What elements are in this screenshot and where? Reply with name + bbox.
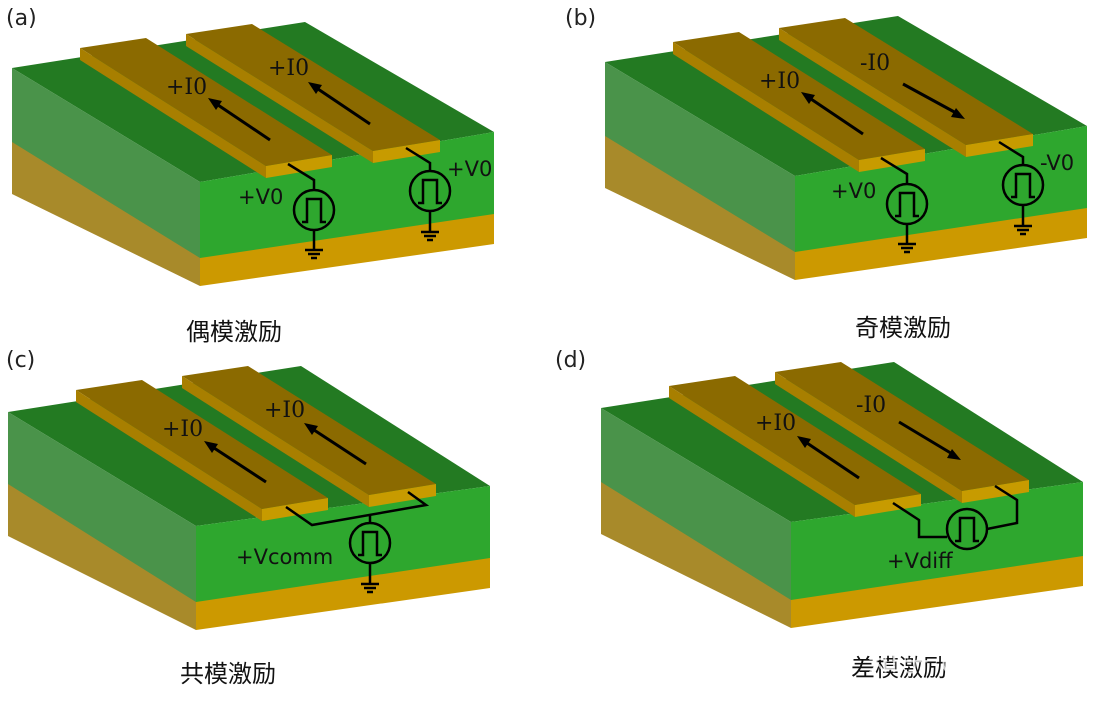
- substrate-side: [605, 62, 795, 252]
- panel-caption: 奇模激励: [855, 314, 951, 342]
- voltage-source-left: [880, 156, 929, 254]
- pcb-diagram: +I0 +I0 +Vcomm: [8, 366, 490, 630]
- substrate-front: [795, 126, 1087, 252]
- current-arrow-right: [308, 82, 371, 126]
- substrate-side: [8, 412, 196, 602]
- trace-left: [669, 376, 921, 517]
- ground-plane-side: [605, 134, 795, 280]
- current-arrow-right: [304, 423, 367, 466]
- watermark: 知乎 @tubian: [868, 644, 1074, 679]
- current-label-right: +I0: [264, 398, 305, 423]
- voltage-source-common: [285, 490, 430, 594]
- current-arrow-left: [797, 436, 860, 480]
- panel-c: (c) +I0 +I0: [0, 340, 555, 701]
- trace-left: [80, 38, 332, 178]
- voltage-source-right: [998, 140, 1045, 236]
- substrate-front: [791, 482, 1083, 600]
- panel-caption: 共模激励: [180, 660, 276, 688]
- current-arrow-left: [801, 92, 864, 136]
- panel-label: (b): [565, 6, 597, 31]
- voltage-label-right: +V0: [447, 157, 492, 181]
- voltage-source-differential: [892, 484, 1019, 551]
- current-label-right: -I0: [856, 393, 886, 418]
- panel-label: (d): [555, 348, 587, 373]
- panel-b: (b) +I0 -I0: [555, 0, 1109, 350]
- voltage-label-right: -V0: [1040, 151, 1074, 175]
- trace-right: [775, 362, 1029, 503]
- current-label-left: +I0: [759, 69, 800, 94]
- substrate-front: [196, 486, 490, 602]
- pcb-diagram: +I0 -I0 +Vdiff: [601, 362, 1083, 628]
- current-arrow-right: [898, 420, 961, 460]
- current-label-right: +I0: [268, 56, 309, 81]
- current-label-right: -I0: [860, 51, 890, 76]
- substrate-front: [200, 132, 494, 258]
- voltage-label-left: +V0: [238, 185, 283, 209]
- panel-caption: 偶模激励: [186, 318, 282, 346]
- pcb-diagram: +I0 +I0 +V0 +V0: [12, 22, 494, 286]
- trace-right: [779, 18, 1033, 157]
- current-label-left: +I0: [162, 417, 203, 442]
- voltage-label: +Vcomm: [236, 545, 333, 569]
- pcb-diagram: +I0 -I0 +V0 -V0: [605, 16, 1087, 280]
- panel-caption: 差模激励: [851, 654, 947, 682]
- ground-plane-side: [12, 140, 200, 286]
- ground-plane-side: [8, 482, 196, 630]
- trace-left: [76, 380, 328, 521]
- panel-a: (a) +I0 +I0: [0, 0, 555, 350]
- substrate-side: [601, 408, 791, 600]
- voltage-source-right: [405, 146, 452, 242]
- current-label-left: +I0: [166, 75, 207, 100]
- panel-label: (a): [6, 6, 37, 31]
- current-arrow-left: [204, 441, 267, 484]
- current-label-left: +I0: [755, 411, 796, 436]
- current-arrow-left: [208, 98, 271, 142]
- panel-d: (d) +I0 -I0: [555, 340, 1109, 701]
- voltage-source-left: [287, 162, 336, 260]
- current-arrow-right: [902, 82, 965, 119]
- trace-left: [673, 32, 925, 172]
- voltage-label: +Vdiff: [887, 549, 953, 573]
- voltage-label-left: +V0: [831, 179, 876, 203]
- substrate-side: [12, 68, 200, 258]
- ground-plane-side: [601, 480, 791, 628]
- panel-label: (c): [6, 348, 36, 373]
